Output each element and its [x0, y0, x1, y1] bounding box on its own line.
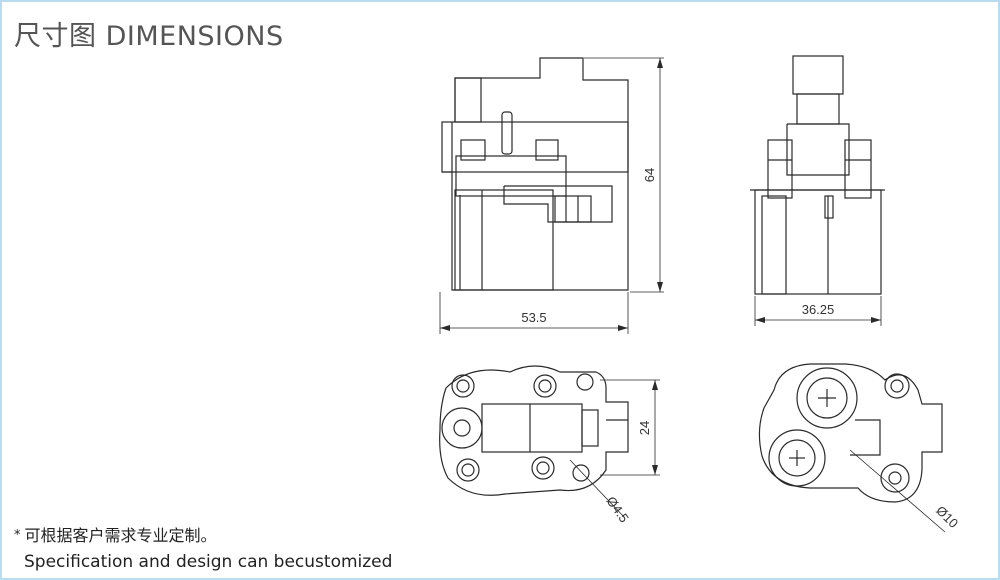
side-view-drawing [439, 57, 664, 334]
note-en-text: Specification and design can becustomize… [24, 552, 393, 572]
side-height-label: 64 [642, 168, 657, 182]
top-hole-label: Ø10 [933, 503, 961, 531]
bottom-height-label: 24 [637, 421, 652, 435]
front-view-drawing [750, 55, 885, 326]
page-title: 尺寸图 DIMENSIONS [14, 21, 284, 52]
note-zh-text: 可根据客户需求专业定制。 [24, 526, 217, 545]
customization-note: *可根据客户需求专业定制。 Specification and design c… [14, 522, 392, 576]
bottom-view-drawing [439, 365, 660, 519]
top-view-drawing [758, 363, 946, 533]
bottom-hole-label: Ø4.5 [603, 494, 631, 526]
note-zh-line: *可根据客户需求专业定制。 [14, 522, 392, 549]
note-marker: * [14, 528, 21, 543]
front-width-label: 36.25 [802, 302, 835, 317]
side-width-label: 53.5 [521, 310, 546, 325]
